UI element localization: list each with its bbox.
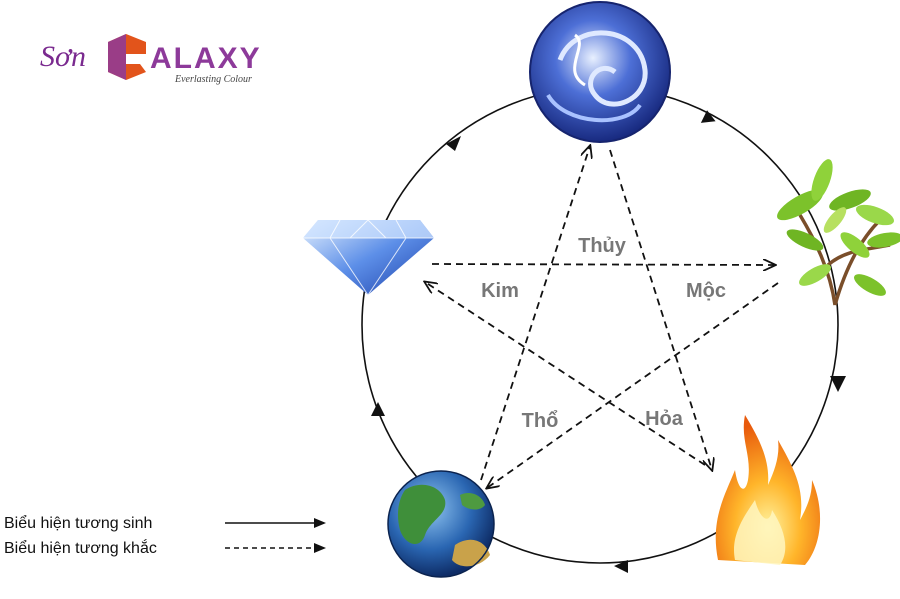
brand-g-emblem <box>108 34 146 80</box>
cycle-arrow-fire-earth <box>614 560 628 573</box>
diamond-icon <box>303 219 434 296</box>
brand-logo: Sơn ALAXY Everlasting Colour <box>40 34 262 85</box>
globe-icon <box>387 470 495 578</box>
label-water: Thủy <box>578 235 627 257</box>
water-swirl-icon <box>529 1 671 143</box>
plant-icon <box>777 159 900 306</box>
cycle-arrow-wood-fire <box>830 376 846 392</box>
brand-name: ALAXY <box>150 42 262 75</box>
cycle-arrow-earth-metal <box>371 402 385 416</box>
cycle-arrow-water-wood <box>700 110 716 123</box>
brand-prefix: Sơn <box>40 40 86 73</box>
legend-generating-label: Biểu hiện tương sinh <box>4 514 152 532</box>
star-line-fire-metal <box>425 282 706 466</box>
label-fire: Hỏa <box>645 408 684 430</box>
star-line-wood-earth <box>487 282 779 488</box>
label-metal: Kim <box>481 280 519 302</box>
brand-tagline: Everlasting Colour <box>174 74 252 85</box>
overcoming-star <box>425 146 779 488</box>
cycle-arrow-metal-water <box>446 136 461 151</box>
star-line-metal-wood <box>431 264 775 265</box>
legend: Biểu hiện tương sinh Biểu hiện tương khắ… <box>4 514 326 557</box>
legend-overcoming-label: Biểu hiện tương khắc <box>4 538 157 557</box>
star-line-earth-water <box>480 146 590 481</box>
label-wood: Mộc <box>686 280 726 302</box>
star-line-water-fire <box>609 149 712 470</box>
label-earth: Thổ <box>522 410 559 432</box>
fire-icon <box>715 415 821 565</box>
